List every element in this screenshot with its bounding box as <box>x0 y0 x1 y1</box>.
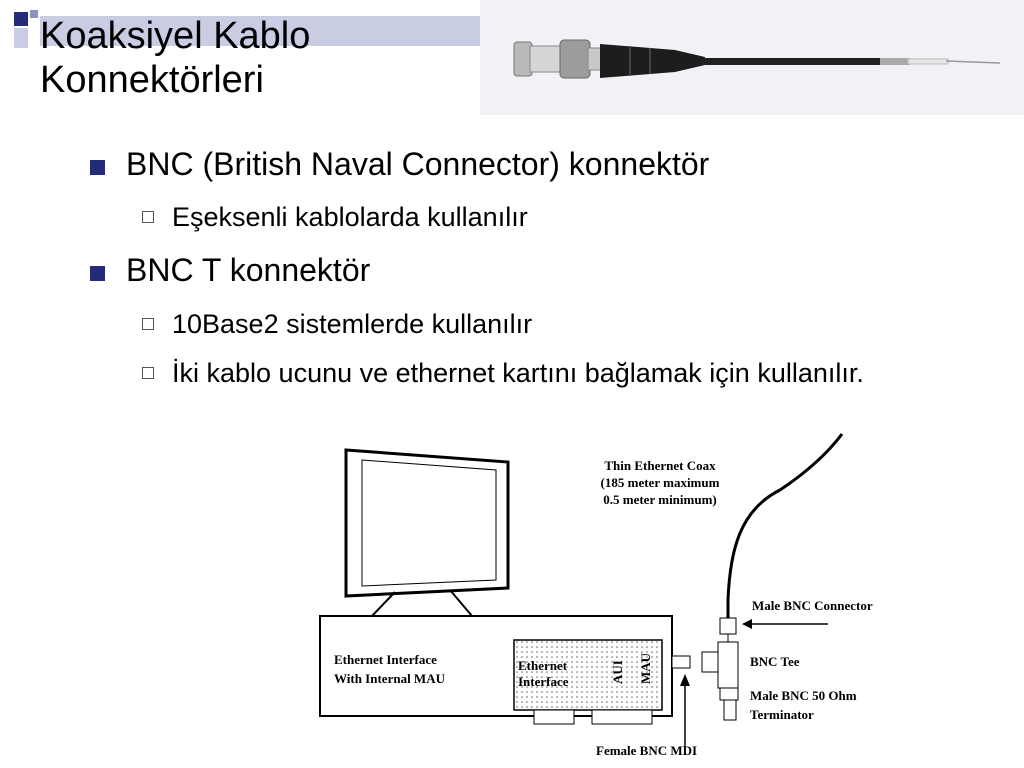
coax-label-2: (185 meter maximum <box>601 475 720 490</box>
coax-label-1: Thin Ethernet Coax <box>604 458 716 473</box>
bullet-1: BNC (British Naval Connector) konnektör <box>126 146 710 182</box>
bnc-tee-diagram: Thin Ethernet Coax (185 meter maximum 0.… <box>319 433 873 758</box>
sub-bullet-square-icon <box>142 318 154 330</box>
sub-bullet-square-icon <box>142 367 154 379</box>
sub-bullet-1-1: Eşeksenli kablolarda kullanılır <box>172 202 528 232</box>
interface-label-1: Ethernet Interface <box>334 652 437 667</box>
card-label-2: Interface <box>518 674 569 689</box>
bnc-cable-photo <box>480 0 1024 115</box>
bullet-square-icon <box>90 266 105 281</box>
bnc-tee-label: BNC Tee <box>750 654 800 669</box>
terminator-label-2: Terminator <box>750 707 814 722</box>
coax-label-3: 0.5 meter minimum) <box>603 492 716 507</box>
sub-bullet-2-1: 10Base2 sistemlerde kullanılır <box>172 309 533 339</box>
sub-bullet-square-icon <box>142 211 154 223</box>
interface-label-2: With Internal MAU <box>334 671 446 686</box>
slide-title: Koaksiyel Kablo Konnektörleri <box>40 15 311 101</box>
decor-square-3 <box>14 28 28 48</box>
mau-label: MAU <box>638 652 653 684</box>
sub-bullet-2-2: İki kablo ucunu ve ethernet kartını bağl… <box>172 358 864 388</box>
bullet-2: BNC T konnektör <box>126 252 371 288</box>
terminator-label-1: Male BNC 50 Ohm <box>750 688 857 703</box>
female-mdi-label: Female BNC MDI <box>596 743 697 758</box>
title-band <box>40 16 480 46</box>
bullet-square-icon <box>90 160 105 175</box>
decor-square-1 <box>14 12 28 26</box>
card-label-1: Ethernet <box>518 658 568 673</box>
male-bnc-label: Male BNC Connector <box>752 598 873 613</box>
decor-square-2 <box>30 10 38 18</box>
aui-label: AUI <box>610 660 625 684</box>
